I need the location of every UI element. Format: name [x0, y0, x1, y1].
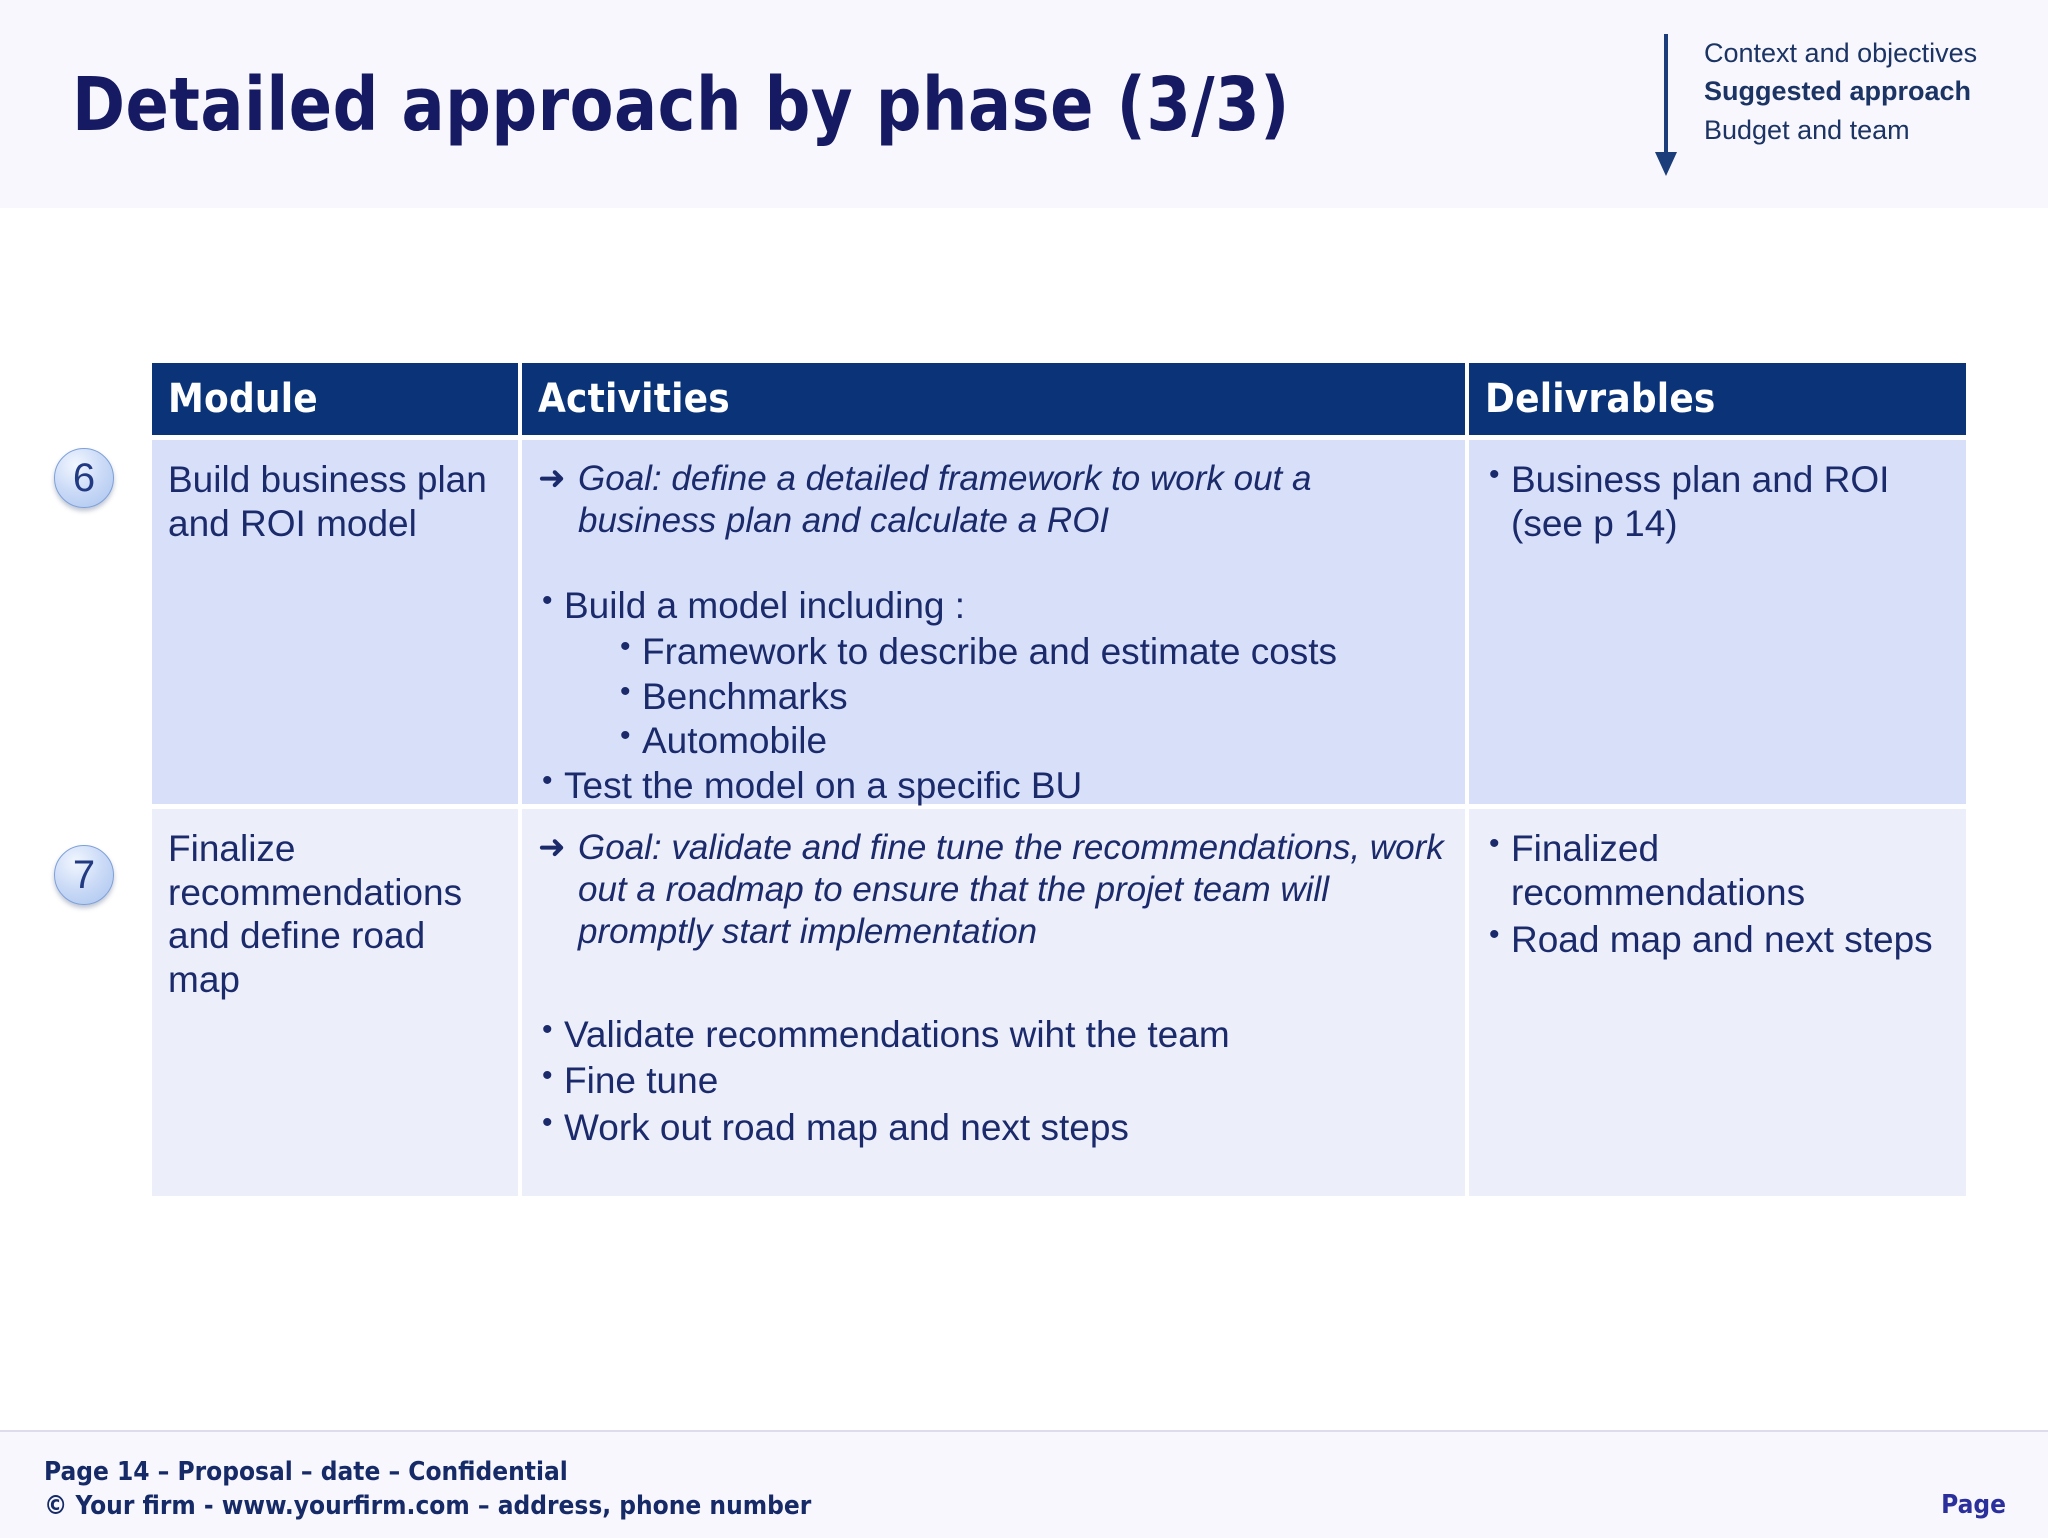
activities-bullet-list-after: Test the model on a specific BU — [538, 763, 1451, 808]
page-number-label: Page — [1941, 1490, 2006, 1520]
list-item: Benchmarks — [616, 674, 1451, 719]
agenda-item-budget[interactable]: Budget and team — [1704, 114, 1910, 145]
list-item: Fine tune — [538, 1058, 1451, 1103]
title-band — [0, 0, 2048, 208]
goal-text: Goal: validate and fine tune the recomme… — [578, 828, 1444, 951]
footer-line-2: © Your firm - www.yourfirm.com – address… — [44, 1490, 812, 1521]
table-row: Finalize recommendations and define road… — [152, 809, 1966, 1196]
agenda-nav: Context and objectives Suggested approac… — [1652, 34, 1977, 180]
approach-table: Module Activities Delivrables Build busi… — [152, 363, 1966, 1196]
cell-deliverables: Finalized recommendations Road map and n… — [1469, 809, 1966, 1196]
list-item: Test the model on a specific BU — [538, 763, 1451, 808]
step-badge-6: 6 — [54, 448, 114, 508]
table-header-row: Module Activities Delivrables — [152, 363, 1966, 435]
list-item: Automobile — [616, 718, 1451, 763]
column-header-deliverables: Delivrables — [1469, 363, 1966, 435]
agenda-item-context[interactable]: Context and objectives — [1704, 38, 1978, 68]
column-header-activities: Activities — [522, 363, 1465, 435]
cell-activities: ➜ Goal: define a detailed framework to w… — [522, 440, 1465, 806]
cell-module: Build business plan and ROI model — [152, 440, 518, 804]
page-title: Detailed approach by phase (3/3) — [72, 62, 1290, 148]
goal-line: ➜ Goal: validate and fine tune the recom… — [538, 827, 1451, 953]
goal-text: Goal: define a detailed framework to wor… — [578, 459, 1312, 540]
module-text: Finalize recommendations and define road… — [168, 828, 463, 1000]
deliverables-list: Business plan and ROI (see p 14) — [1485, 457, 1952, 547]
activities-bullet-list: Validate recommendations wiht the team F… — [538, 1012, 1451, 1150]
goal-line: ➜ Goal: define a detailed framework to w… — [538, 458, 1451, 542]
cell-activities: ➜ Goal: validate and fine tune the recom… — [522, 809, 1465, 1196]
list-item: Finalized recommendations — [1485, 826, 1952, 916]
activities-bullet-list: Build a model including : — [538, 583, 1451, 628]
down-arrow-icon — [1652, 34, 1682, 180]
list-item: Road map and next steps — [1485, 917, 1952, 962]
deliverables-list: Finalized recommendations Road map and n… — [1485, 826, 1952, 962]
list-item: Framework to describe and estimate costs — [616, 629, 1451, 674]
footer-line-1: Page 14 – Proposal – date – Confidential — [44, 1457, 568, 1487]
list-item: Validate recommendations wiht the team — [538, 1012, 1451, 1057]
goal-arrow-icon: ➜ — [538, 828, 566, 865]
footer-band — [0, 1430, 2048, 1538]
footer-text: Page 14 – Proposal – date – Confidential… — [44, 1456, 811, 1524]
column-header-module: Module — [152, 363, 518, 435]
module-text: Build business plan and ROI model — [168, 459, 487, 544]
list-item: Business plan and ROI (see p 14) — [1485, 457, 1952, 547]
list-item: Build a model including : — [538, 583, 1451, 628]
cell-module: Finalize recommendations and define road… — [152, 809, 518, 1196]
list-item: Work out road map and next steps — [538, 1105, 1451, 1150]
cell-deliverables: Business plan and ROI (see p 14) — [1469, 440, 1966, 804]
step-badge-7: 7 — [54, 845, 114, 905]
table-row: Build business plan and ROI model ➜ Goal… — [152, 440, 1966, 806]
goal-arrow-icon: ➜ — [538, 459, 566, 496]
agenda-item-suggested-approach[interactable]: Suggested approach — [1704, 76, 1972, 107]
activities-sub-bullet-list: Framework to describe and estimate costs… — [616, 629, 1451, 763]
